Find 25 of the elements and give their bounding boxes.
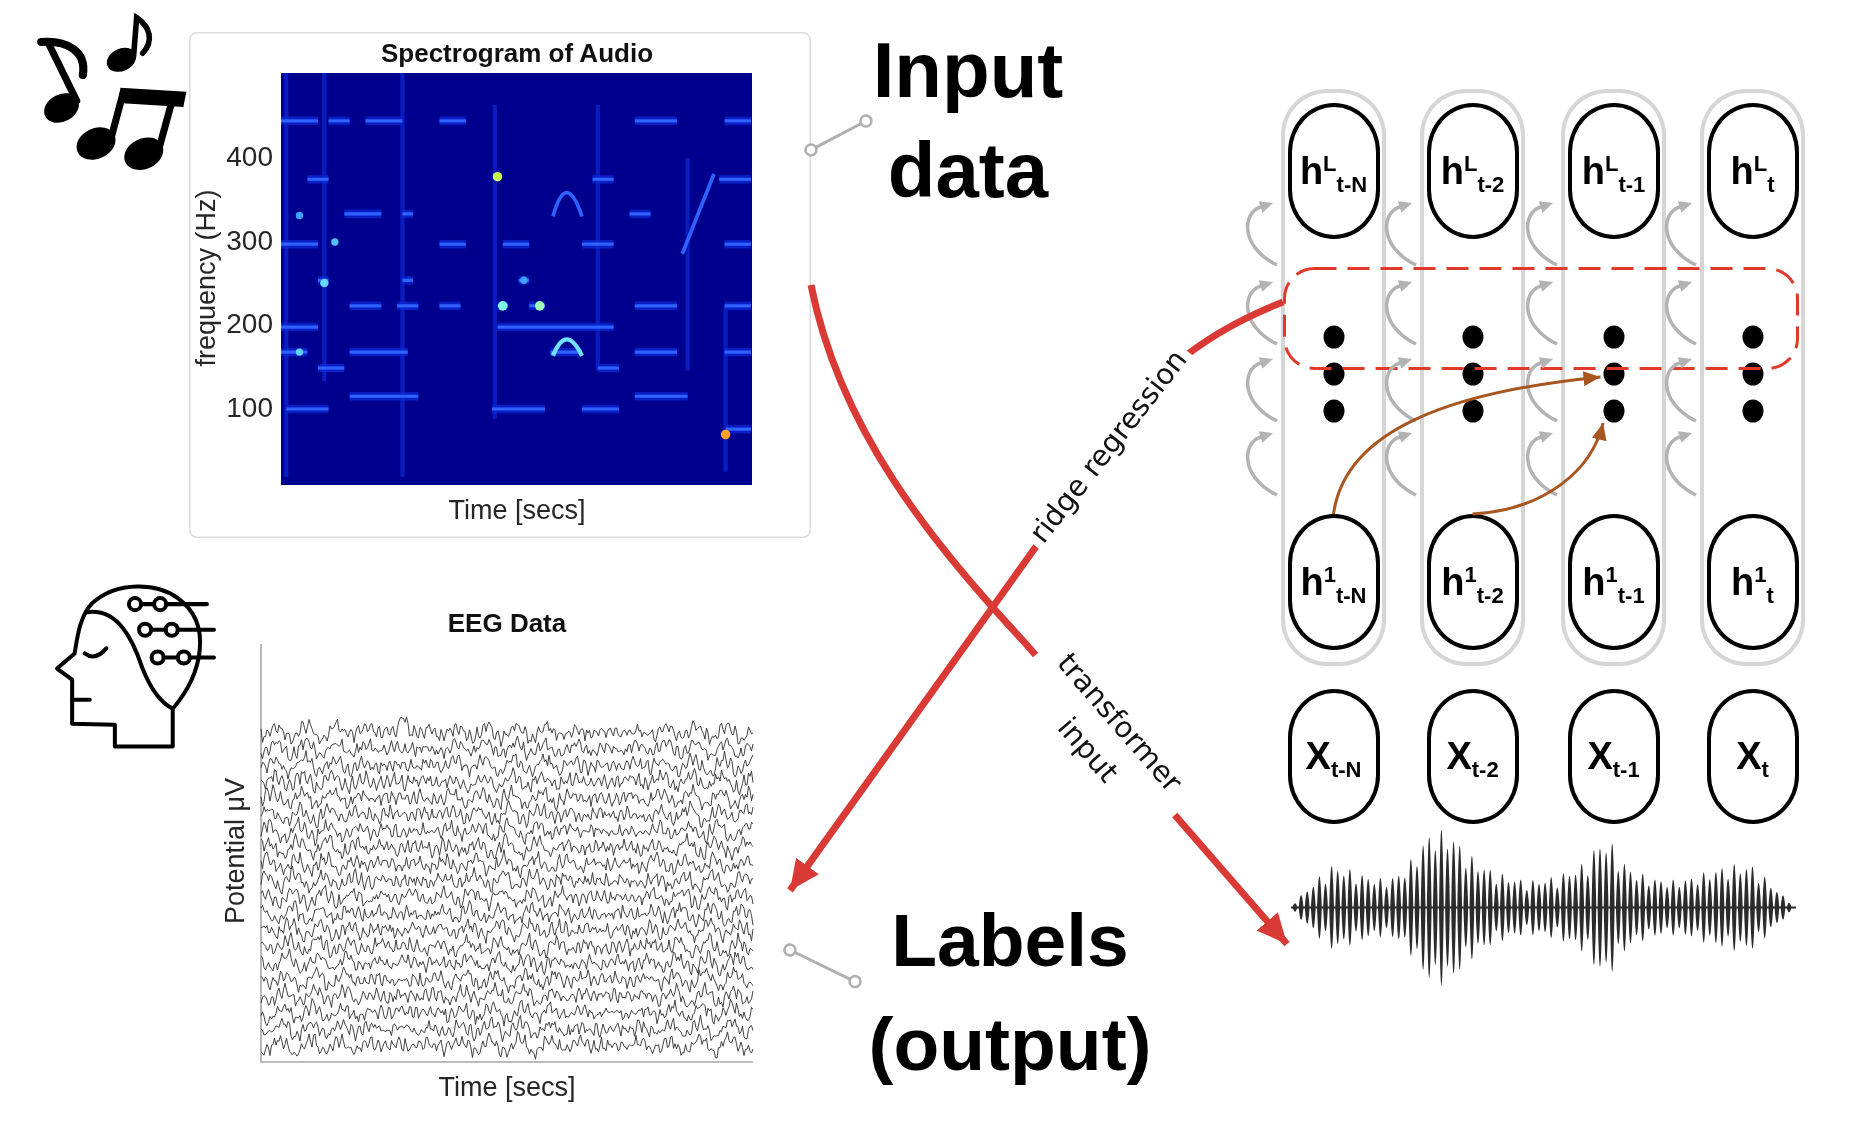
layer-column [1281, 89, 1386, 666]
arrow [1472, 422, 1606, 516]
axis-title: frequency (Hz) [191, 189, 223, 367]
axis-tick-label: 300 [226, 224, 273, 258]
section-label: Labels (output) [855, 888, 1165, 1096]
layer-column [1561, 89, 1666, 666]
layer-column [1420, 89, 1525, 666]
axis-tick-label: 200 [226, 307, 273, 341]
layer-column [1700, 89, 1805, 666]
axis-title: Time [secs] [448, 495, 586, 527]
rounded-node: X$_{t}$ [1706, 689, 1799, 824]
leader-line [783, 943, 862, 989]
section-label: Input data [866, 20, 1070, 220]
chart-title: Spectrogram of Audio [380, 39, 654, 69]
rounded-node: X$_{t-1}$ [1567, 689, 1660, 824]
rounded-node: X$_{t-2}$ [1426, 689, 1519, 824]
leader-line [804, 114, 873, 157]
axis-title: Time [secs] [438, 1072, 576, 1104]
chart-title: EEG Data [447, 609, 567, 639]
axis-tick-label: 400 [226, 140, 273, 174]
rounded-node: X$_{t-N}$ [1287, 689, 1380, 824]
axis-tick-label: 100 [226, 391, 273, 425]
axis-title: Potential μV [220, 777, 252, 925]
arrow [1332, 371, 1601, 515]
dashed-outline [1283, 267, 1799, 370]
